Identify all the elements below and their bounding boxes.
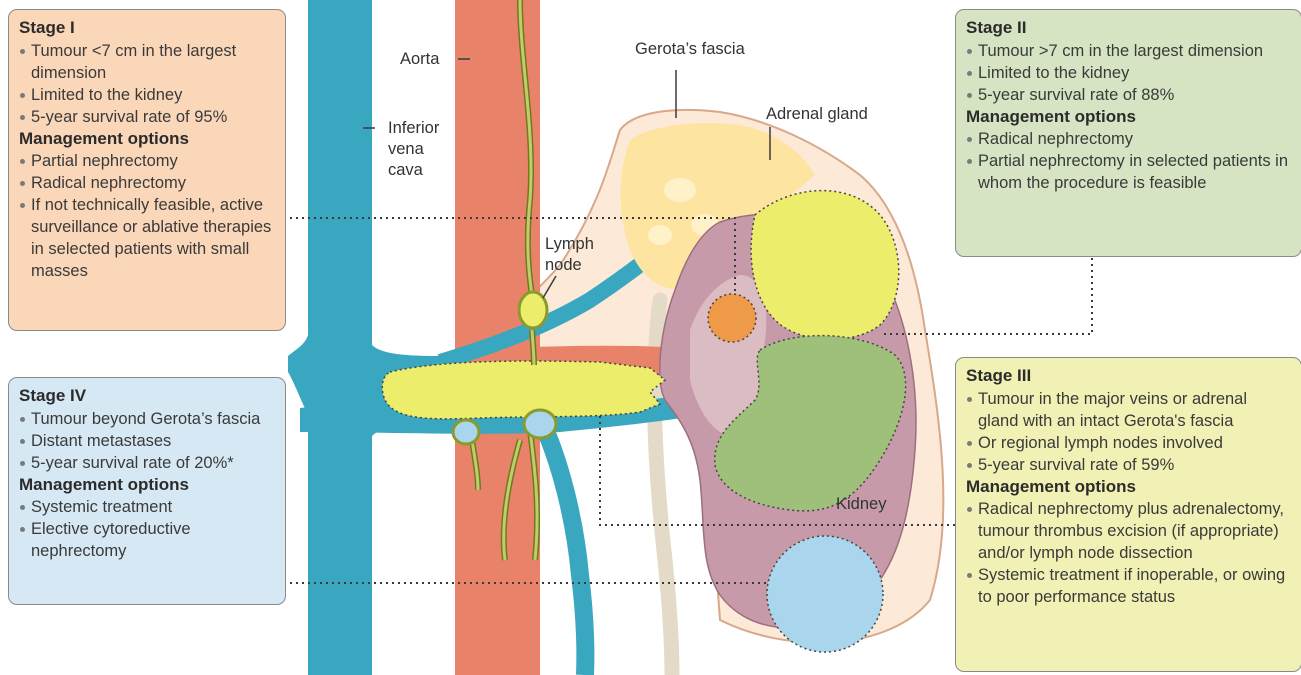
stage-3-fact: Or regional lymph nodes involved (966, 432, 1291, 454)
lymph-node-label: Lymph node (545, 234, 594, 276)
aorta-label: Aorta (400, 49, 439, 70)
tumour-stage4 (767, 536, 883, 652)
stage-1-management-heading: Management options (19, 128, 275, 150)
stage-4-fact: 5-year survival rate of 20%* (19, 452, 275, 474)
stage-2-fact: 5-year survival rate of 88% (966, 84, 1291, 106)
stage-4-box: Stage IV Tumour beyond Gerota’s fascia D… (8, 377, 286, 605)
inferior-vena-cava (288, 0, 440, 675)
lymph-node (524, 410, 556, 438)
adrenal-highlight (664, 178, 696, 202)
stage-2-fact: Tumour >7 cm in the largest dimension (966, 40, 1291, 62)
stage-2-fact: Limited to the kidney (966, 62, 1291, 84)
stage-1-options: Partial nephrectomy Radical nephrectomy … (19, 150, 275, 282)
stage-1-fact: 5-year survival rate of 95% (19, 106, 275, 128)
stage-1-fact: Limited to the kidney (19, 84, 275, 106)
lymph-node (453, 420, 479, 444)
lymph-node-label-line: node (545, 255, 594, 276)
stage-1-option: Radical nephrectomy (19, 172, 275, 194)
tumour-stage2 (751, 191, 899, 340)
stage-2-facts: Tumour >7 cm in the largest dimension Li… (966, 40, 1291, 106)
stage-3-fact: 5-year survival rate of 59% (966, 454, 1291, 476)
kidney-label: Kidney (836, 494, 886, 515)
stage-2-box: Stage II Tumour >7 cm in the largest dim… (955, 9, 1301, 257)
stage-1-facts: Tumour <7 cm in the largest dimension Li… (19, 40, 275, 128)
stage-2-option: Partial nephrectomy in selected patients… (966, 150, 1291, 194)
stage-1-option: If not technically feasible, active surv… (19, 194, 275, 282)
stage-4-fact: Distant metastases (19, 430, 275, 452)
stage-3-management-heading: Management options (966, 476, 1291, 498)
stage-1-box: Stage I Tumour <7 cm in the largest dime… (8, 9, 286, 331)
lymph-node-label-line: Lymph (545, 234, 594, 255)
tumour-stage1 (708, 294, 756, 342)
stage-1-fact: Tumour <7 cm in the largest dimension (19, 40, 275, 84)
stage-2-options: Radical nephrectomy Partial nephrectomy … (966, 128, 1291, 194)
ivc-label-line: vena (388, 139, 439, 160)
stage-4-facts: Tumour beyond Gerota’s fascia Distant me… (19, 408, 275, 474)
stage-3-options: Radical nephrectomy plus adrenalectomy, … (966, 498, 1291, 608)
gonadal-vein (540, 418, 585, 675)
stage-3-box: Stage III Tumour in the major veins or a… (955, 357, 1301, 672)
stage-4-option: Systemic treatment (19, 496, 275, 518)
stage-2-option: Radical nephrectomy (966, 128, 1291, 150)
stage-2-title: Stage II (966, 17, 1291, 39)
stage-2-management-heading: Management options (966, 106, 1291, 128)
stage-4-fact: Tumour beyond Gerota’s fascia (19, 408, 275, 430)
adrenal-highlight (648, 225, 672, 245)
stage-1-title: Stage I (19, 17, 275, 39)
adrenal-gland-label: Adrenal gland (766, 104, 868, 125)
stage-4-option: Elective cytoreductive nephrectomy (19, 518, 275, 562)
stage-3-title: Stage III (966, 365, 1291, 387)
ivc-label: Inferior vena cava (388, 118, 439, 181)
stage-3-option: Systemic treatment if inoperable, or owi… (966, 564, 1291, 608)
stage-3-option: Radical nephrectomy plus adrenalectomy, … (966, 498, 1291, 564)
stage-4-options: Systemic treatment Elective cytoreductiv… (19, 496, 275, 562)
tumour-thrombus (382, 361, 665, 419)
stage-3-facts: Tumour in the major veins or adrenal gla… (966, 388, 1291, 476)
gerotas-fascia-label: Gerota’s fascia (635, 39, 745, 60)
stage-4-title: Stage IV (19, 385, 275, 407)
ivc-label-line: cava (388, 160, 439, 181)
stage-4-management-heading: Management options (19, 474, 275, 496)
stage-1-option: Partial nephrectomy (19, 150, 275, 172)
stage-3-fact: Tumour in the major veins or adrenal gla… (966, 388, 1291, 432)
ivc-label-line: Inferior (388, 118, 439, 139)
